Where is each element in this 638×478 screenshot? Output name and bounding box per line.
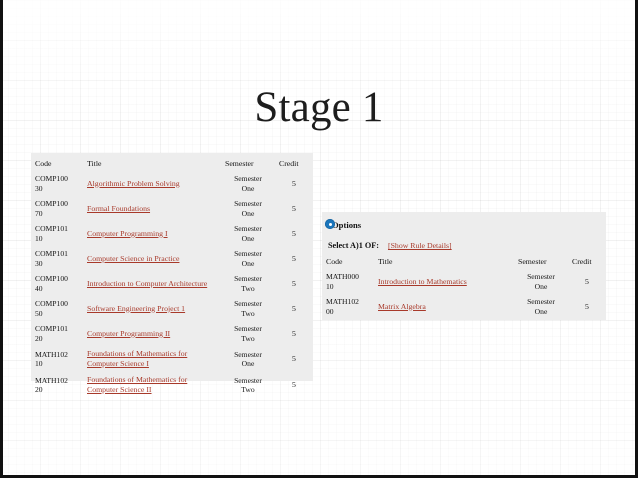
slide-edge-right	[635, 0, 638, 478]
table-header-row: Code Title Semester Credit	[322, 253, 606, 269]
cell-course-title: Matrix Algebra	[374, 294, 514, 319]
table-header-row: Code Title Semester Credit	[31, 155, 313, 171]
cell-course-title: Computer Science in Practice	[83, 246, 221, 271]
cell-course-code: COMP101 30	[35, 249, 68, 268]
cell-credit: 5	[292, 328, 296, 338]
core-modules-table: Code Title Semester Credit COMP100 30 Alg…	[31, 155, 313, 398]
course-title-link[interactable]: Foundations of Mathematics for Computer …	[87, 349, 188, 368]
cell-credit: 5	[292, 380, 296, 390]
cell-credit: 5	[292, 228, 296, 238]
course-title-link[interactable]: Computer Programming I	[87, 228, 168, 238]
course-title-link[interactable]: Algorithmic Problem Solving	[87, 178, 180, 188]
course-title-link[interactable]: Formal Foundations	[87, 203, 151, 213]
options-heading: Options	[325, 219, 606, 230]
options-table-header: Code Title Semester Credit	[322, 253, 606, 269]
cell-course-title: Introduction to Computer Architecture	[83, 271, 221, 296]
course-title-link[interactable]: Matrix Algebra	[378, 301, 426, 311]
cell-semester: Semester Two	[234, 274, 262, 293]
course-title-link[interactable]: Introduction to Mathematics	[378, 276, 467, 286]
cell-course-title: Introduction to Mathematics	[374, 269, 514, 294]
cell-course-code: COMP101 10	[35, 224, 68, 243]
course-title-link[interactable]: Software Engineering Project 1	[87, 303, 186, 313]
cell-course-title: Software Engineering Project 1	[83, 296, 221, 321]
page-title: Stage 1	[254, 83, 384, 131]
options-heading-label: Options	[332, 220, 362, 230]
table-row: MATH102 00 Matrix Algebra Semester One 5	[322, 294, 606, 319]
cell-course-code: COMP100 30	[35, 174, 68, 193]
table-row: MATH000 10 Introduction to Mathematics Sem…	[322, 269, 606, 294]
cell-course-title: Algorithmic Problem Solving	[83, 171, 221, 196]
cell-semester: Semester One	[234, 199, 262, 218]
core-modules-table-header: Code Title Semester Credit	[31, 155, 313, 171]
info-badge-icon	[325, 219, 335, 229]
table-row: COMP100 40 Introduction to Computer Archi…	[31, 271, 313, 296]
selection-rule-label: Select A)1 OF:	[328, 241, 379, 250]
core-modules-panel: Code Title Semester Credit COMP100 30 Alg…	[31, 153, 313, 394]
column-header-code: Code	[35, 159, 52, 168]
options-table: Code Title Semester Credit MATH000 10 Int…	[322, 253, 606, 319]
course-title-link[interactable]: Introduction to Computer Architecture	[87, 278, 208, 288]
table-row: COMP100 30 Algorithmic Problem Solving Sem…	[31, 171, 313, 196]
column-header-title: Title	[378, 257, 393, 266]
column-header-semester: Semester	[518, 257, 547, 266]
cell-course-code: COMP100 50	[35, 299, 68, 318]
cell-credit: 5	[292, 303, 296, 313]
info-badge-dot	[328, 222, 332, 226]
column-header-code: Code	[326, 257, 343, 266]
course-title-link[interactable]: Foundations of Mathematics for Computer …	[87, 375, 188, 394]
options-table-wrap: Code Title Semester Credit MATH000 10 Int…	[322, 253, 606, 319]
cell-course-code: MATH102 20	[35, 375, 68, 395]
cell-course-title: Computer Programming I	[83, 221, 221, 246]
cell-course-title: Foundations of Mathematics for Computer …	[83, 372, 221, 398]
selection-rule-line: Select A)1 OF: [Show Rule Details]	[328, 241, 606, 250]
cell-semester: Semester One	[234, 224, 262, 243]
cell-semester: Semester One	[234, 249, 262, 268]
slide-edge-left	[0, 0, 3, 478]
cell-course-code: COMP100 40	[35, 274, 68, 293]
cell-course-title: Computer Programming II	[83, 321, 221, 346]
cell-semester: Semester One	[527, 272, 555, 291]
cell-course-code: MATH000 10	[326, 272, 359, 291]
course-title-link[interactable]: Computer Programming II	[87, 328, 171, 338]
cell-course-title: Foundations of Mathematics for Computer …	[83, 346, 221, 372]
cell-credit: 5	[292, 178, 296, 188]
cell-credit: 5	[292, 253, 296, 263]
cell-credit: 5	[585, 301, 589, 311]
table-row: COMP101 20 Computer Programming II Semeste…	[31, 321, 313, 346]
cell-credit: 5	[292, 203, 296, 213]
options-panel: Options Select A)1 OF: [Show Rule Detail…	[322, 212, 606, 320]
slide-edge-bottom	[0, 475, 638, 478]
table-row: COMP101 30 Computer Science in Practice Se…	[31, 246, 313, 271]
cell-credit: 5	[292, 278, 296, 288]
cell-credit: 5	[292, 354, 296, 364]
cell-semester: Semester Two	[234, 299, 262, 318]
cell-course-title: Formal Foundations	[83, 196, 221, 221]
table-row: COMP100 50 Software Engineering Project 1…	[31, 296, 313, 321]
cell-course-code: MATH102 00	[326, 297, 359, 316]
cell-credit: 5	[585, 276, 589, 286]
course-title-link[interactable]: Computer Science in Practice	[87, 253, 180, 263]
cell-course-code: COMP100 70	[35, 199, 68, 218]
table-row: COMP100 70 Formal Foundations Semester One…	[31, 196, 313, 221]
cell-course-code: MATH102 10	[35, 349, 68, 369]
cell-semester: Semester Two	[234, 324, 262, 343]
show-rule-details-link[interactable]: [Show Rule Details]	[387, 241, 452, 250]
column-header-credit: Credit	[279, 159, 299, 168]
column-header-title: Title	[87, 159, 102, 168]
column-header-credit: Credit	[572, 257, 592, 266]
cell-semester: Semester One	[527, 297, 555, 316]
column-header-semester: Semester	[225, 159, 254, 168]
cell-semester: Semester One	[234, 349, 262, 369]
cell-semester: Semester One	[234, 174, 262, 193]
table-row: MATH102 20 Foundations of Mathematics for…	[31, 372, 313, 398]
table-row: COMP101 10 Computer Programming I Semester…	[31, 221, 313, 246]
cell-semester: Semester Two	[234, 375, 262, 395]
cell-course-code: COMP101 20	[35, 324, 68, 343]
table-row: MATH102 10 Foundations of Mathematics for…	[31, 346, 313, 372]
